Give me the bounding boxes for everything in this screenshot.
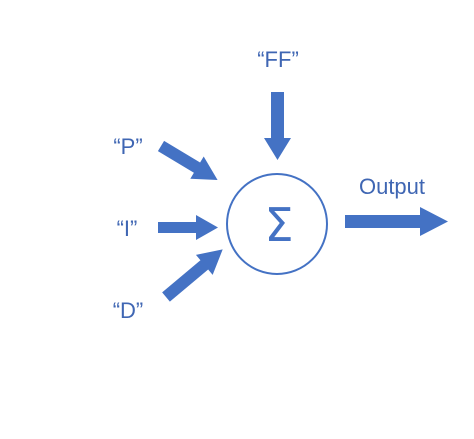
label-i: “I” bbox=[117, 216, 138, 241]
d-arrow bbox=[162, 249, 223, 302]
sigma-symbol: Σ bbox=[264, 198, 293, 252]
ff-arrow bbox=[264, 92, 291, 160]
label-ff: “FF” bbox=[257, 47, 299, 72]
label-output: Output bbox=[359, 174, 425, 199]
label-p: “P” bbox=[113, 134, 142, 159]
summing-junction bbox=[226, 173, 328, 275]
p-arrow bbox=[157, 140, 218, 180]
output-arrow bbox=[345, 207, 448, 236]
label-d: “D” bbox=[113, 298, 144, 323]
i-arrow bbox=[158, 215, 218, 240]
